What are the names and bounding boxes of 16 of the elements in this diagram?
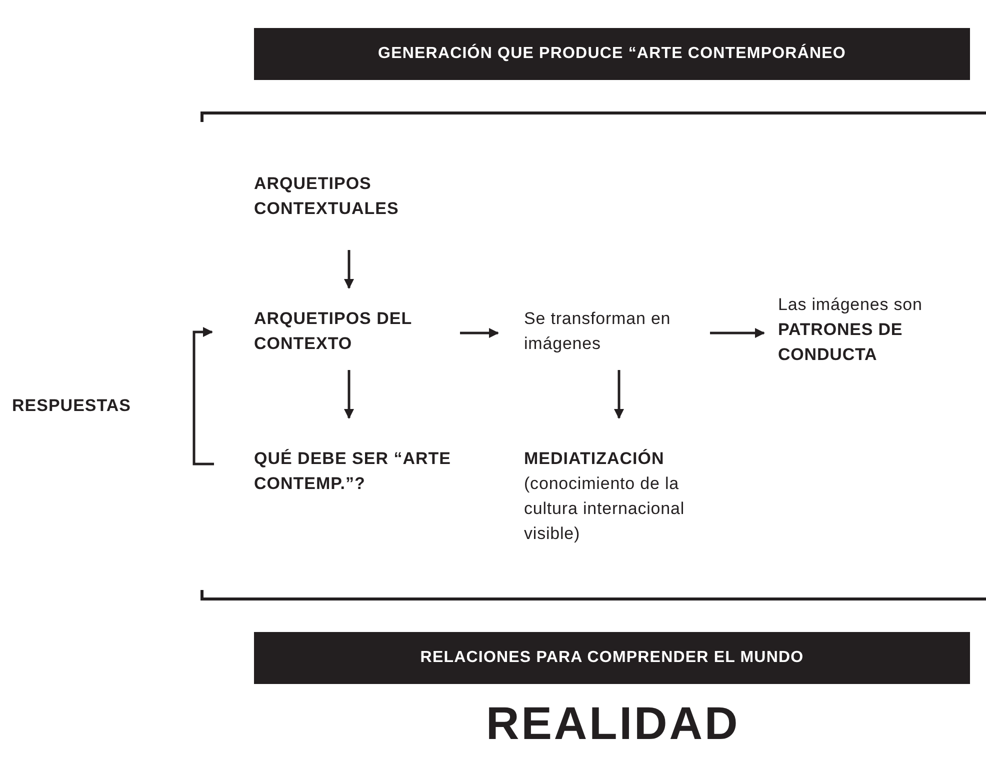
- node-heading: MEDIATIZACIÓN: [524, 448, 666, 470]
- arrow: [460, 328, 499, 338]
- node-text: (conocimiento de la cultura internacional visible): [524, 473, 686, 545]
- arrow: [344, 370, 354, 419]
- arrow: [710, 328, 765, 338]
- node-heading: QUÉ DEBE SER “ARTE CONTEMP.”?: [254, 448, 452, 495]
- bracket-arrow: [192, 327, 214, 466]
- title-bar: GENERACIÓN QUE PRODUCE “ARTE CONTEMPORÁNEO: [254, 28, 970, 80]
- heading-text: REALIDAD: [486, 700, 740, 746]
- node-text: Se transforman en imágenes: [524, 308, 672, 355]
- node-heading: ARQUETIPOS CONTEXTUALES: [254, 173, 400, 220]
- arrow: [614, 370, 624, 419]
- node-heading: ARQUETIPOS DEL CONTEXTO: [254, 308, 413, 355]
- node-text: Las imágenes son PATRONES DE CONDUCTA: [778, 294, 924, 366]
- arrow: [344, 250, 354, 289]
- title-bar: RELACIONES PARA COMPRENDER EL MUNDO: [254, 632, 970, 684]
